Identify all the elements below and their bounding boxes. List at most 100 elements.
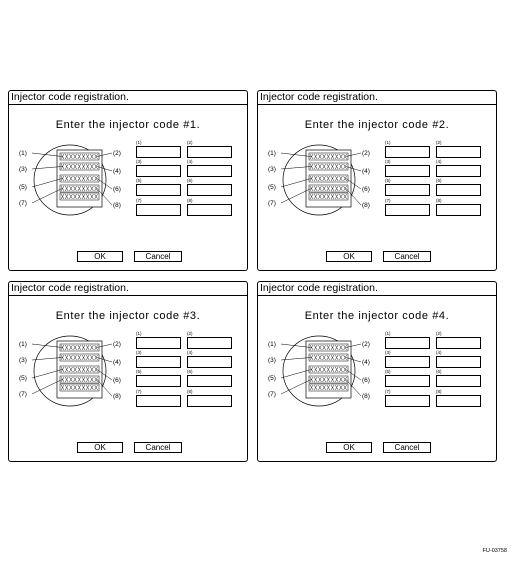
code-field-6[interactable] <box>436 184 481 196</box>
ok-button[interactable]: OK <box>77 442 123 453</box>
diagram-label: (3) <box>268 357 276 364</box>
field-label: (5) <box>136 178 142 183</box>
code-hatch <box>314 153 318 160</box>
cancel-button[interactable]: Cancel <box>383 251 431 262</box>
code-hatch <box>318 185 322 192</box>
leader-line <box>345 379 362 397</box>
code-field-6[interactable] <box>187 375 232 387</box>
code-field-8[interactable] <box>436 395 481 407</box>
field-label: (1) <box>385 140 391 145</box>
code-field-5[interactable] <box>385 375 430 387</box>
code-field-2[interactable] <box>436 337 481 349</box>
code-field-7[interactable] <box>385 395 430 407</box>
code-hatch <box>314 384 318 391</box>
code-field-5[interactable] <box>385 184 430 196</box>
leader-line <box>31 166 63 170</box>
code-hatch <box>326 376 330 383</box>
injector-diagram: (1)(3)(5)(7)(2)(4)(6)(8) <box>19 144 121 216</box>
code-hatch <box>60 193 65 200</box>
code-hatch <box>335 185 339 192</box>
field-label: (3) <box>136 159 142 164</box>
leader-line <box>345 369 362 381</box>
code-field-3[interactable] <box>385 356 430 368</box>
code-field-1[interactable] <box>385 146 430 158</box>
code-hatch <box>90 153 94 160</box>
code-hatch <box>94 384 98 391</box>
code-field-7[interactable] <box>385 204 430 216</box>
field-label: (2) <box>436 140 442 145</box>
code-hatch <box>339 384 343 391</box>
code-hatch <box>339 376 343 383</box>
code-field-4[interactable] <box>187 356 232 368</box>
code-hatch <box>81 354 86 361</box>
dialog-title: Injector code registration. <box>258 91 496 105</box>
code-hatch <box>318 153 322 160</box>
leader-line <box>31 152 63 157</box>
field-label: (7) <box>136 198 142 203</box>
code-hatch <box>326 384 330 391</box>
cancel-button[interactable]: Cancel <box>134 442 182 453</box>
code-field-7[interactable] <box>136 204 181 216</box>
code-field-2[interactable] <box>187 337 232 349</box>
code-field-1[interactable] <box>136 146 181 158</box>
code-field-2[interactable] <box>187 146 232 158</box>
injector-diagram: (1)(3)(5)(7)(2)(4)(6)(8) <box>19 335 121 407</box>
cancel-button[interactable]: Cancel <box>383 442 431 453</box>
diagram-label: (6) <box>113 377 121 384</box>
code-hatch <box>343 153 347 160</box>
code-hatch <box>60 175 65 182</box>
leader-line <box>96 379 113 397</box>
code-hatch <box>322 193 326 200</box>
code-hatch <box>309 376 314 383</box>
code-field-3[interactable] <box>385 165 430 177</box>
code-field-8[interactable] <box>187 395 232 407</box>
leader-line <box>280 188 312 204</box>
code-hatch <box>343 384 347 391</box>
code-field-8[interactable] <box>436 204 481 216</box>
leader-line <box>31 379 63 395</box>
code-hatch <box>60 384 65 391</box>
code-hatch <box>86 193 90 200</box>
ok-button[interactable]: OK <box>326 442 372 453</box>
code-hatch <box>86 175 90 182</box>
code-field-4[interactable] <box>436 165 481 177</box>
code-field-8[interactable] <box>187 204 232 216</box>
diagram-label: (4) <box>113 168 121 175</box>
code-field-3[interactable] <box>136 356 181 368</box>
code-hatch <box>77 366 81 373</box>
leader-line <box>31 369 63 379</box>
cancel-button[interactable]: Cancel <box>134 251 182 262</box>
code-hatch <box>86 354 90 361</box>
code-field-6[interactable] <box>187 184 232 196</box>
diagram-label: (4) <box>362 359 370 366</box>
code-hatch <box>339 185 343 192</box>
code-field-3[interactable] <box>136 165 181 177</box>
field-label: (2) <box>436 331 442 336</box>
code-field-7[interactable] <box>136 395 181 407</box>
leader-line <box>96 188 113 206</box>
code-hatch <box>73 354 77 361</box>
code-field-6[interactable] <box>436 375 481 387</box>
code-hatch <box>326 344 330 351</box>
code-field-5[interactable] <box>136 184 181 196</box>
code-field-1[interactable] <box>385 337 430 349</box>
code-hatch <box>77 384 81 391</box>
code-hatch <box>65 344 69 351</box>
code-hatch <box>335 153 339 160</box>
field-label: (7) <box>136 389 142 394</box>
diagram-label: (5) <box>268 375 276 382</box>
leader-line <box>280 152 312 157</box>
ok-button[interactable]: OK <box>326 251 372 262</box>
code-field-5[interactable] <box>136 375 181 387</box>
code-field-4[interactable] <box>187 165 232 177</box>
field-label: (3) <box>136 350 142 355</box>
field-label: (6) <box>187 178 193 183</box>
code-hatch <box>69 376 73 383</box>
code-field-4[interactable] <box>436 356 481 368</box>
ok-button[interactable]: OK <box>77 251 123 262</box>
code-field-1[interactable] <box>136 337 181 349</box>
code-hatch <box>77 354 81 361</box>
field-label: (1) <box>385 331 391 336</box>
code-field-2[interactable] <box>436 146 481 158</box>
code-hatch <box>343 344 347 351</box>
